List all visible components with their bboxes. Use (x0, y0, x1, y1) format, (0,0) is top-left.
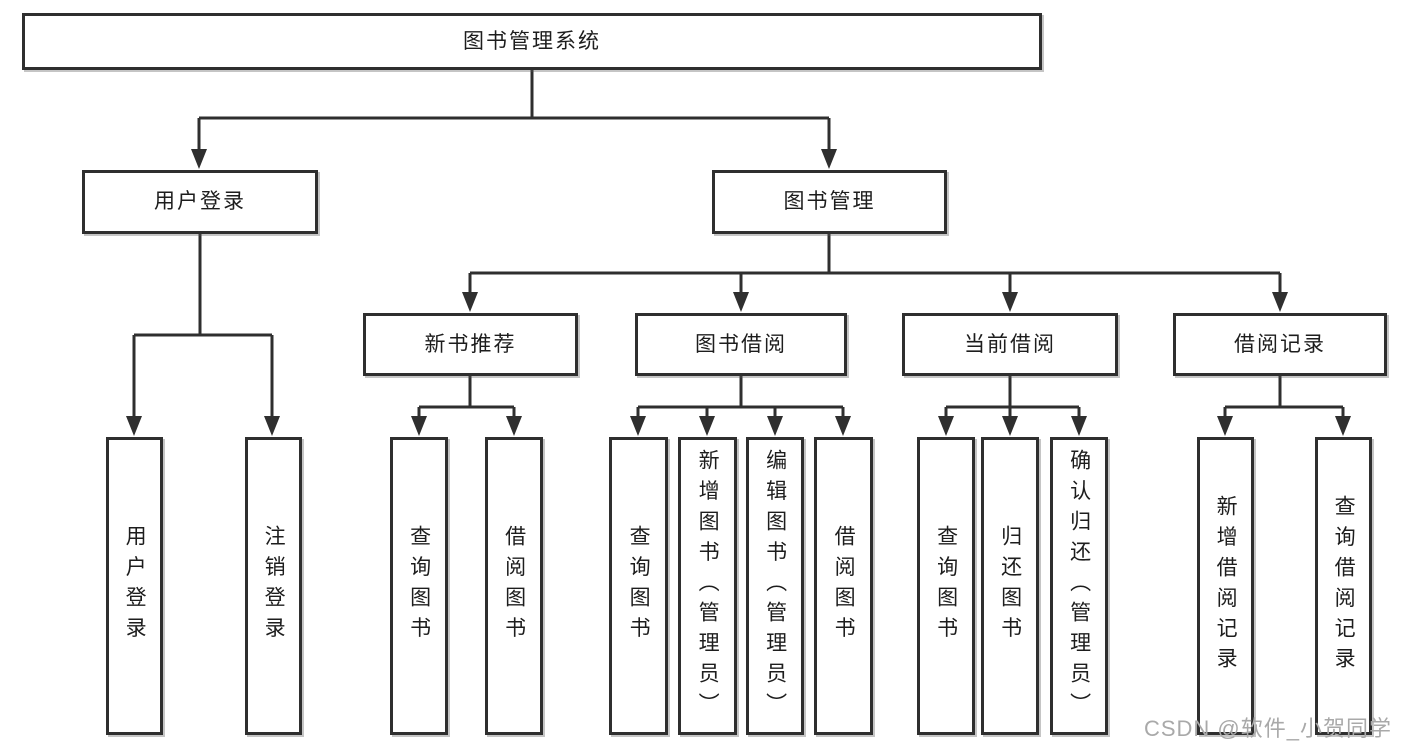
leaf-recommend-query-books: 查询图书 (390, 437, 448, 735)
leaf-borrowing-add-books-admin: 新增图书（管理员） (678, 437, 737, 735)
node-borrowing-records: 借阅记录 (1173, 313, 1387, 376)
arrowheads (126, 149, 1351, 436)
leaf-borrowing-edit-books-admin: 编辑图书（管理员） (746, 437, 804, 735)
leaf-recommend-borrow-books: 借阅图书 (485, 437, 543, 735)
leaf-borrowing-borrow-books: 借阅图书 (814, 437, 873, 735)
leaf-logout: 注销登录 (245, 437, 302, 735)
leaf-user-login: 用户登录 (106, 437, 163, 735)
leaf-borrowing-query-books: 查询图书 (609, 437, 668, 735)
node-book-management-branch: 图书管理 (712, 170, 947, 234)
watermark: CSDN @软件_小贺同学 (1143, 716, 1392, 741)
leaf-current-confirm-return-admin: 确认归还（管理员） (1050, 437, 1108, 735)
leaf-current-return-books: 归还图书 (981, 437, 1039, 735)
node-user-login-branch: 用户登录 (82, 170, 318, 234)
leaf-records-query-record: 查询借阅记录 (1315, 437, 1372, 735)
node-book-borrowing: 图书借阅 (635, 313, 847, 376)
leaf-current-query-books: 查询图书 (917, 437, 975, 735)
node-new-book-recommendation: 新书推荐 (363, 313, 578, 376)
node-current-borrowing: 当前借阅 (902, 313, 1118, 376)
node-library-management-system: 图书管理系统 (22, 13, 1042, 70)
leaf-records-add-record: 新增借阅记录 (1197, 437, 1254, 735)
